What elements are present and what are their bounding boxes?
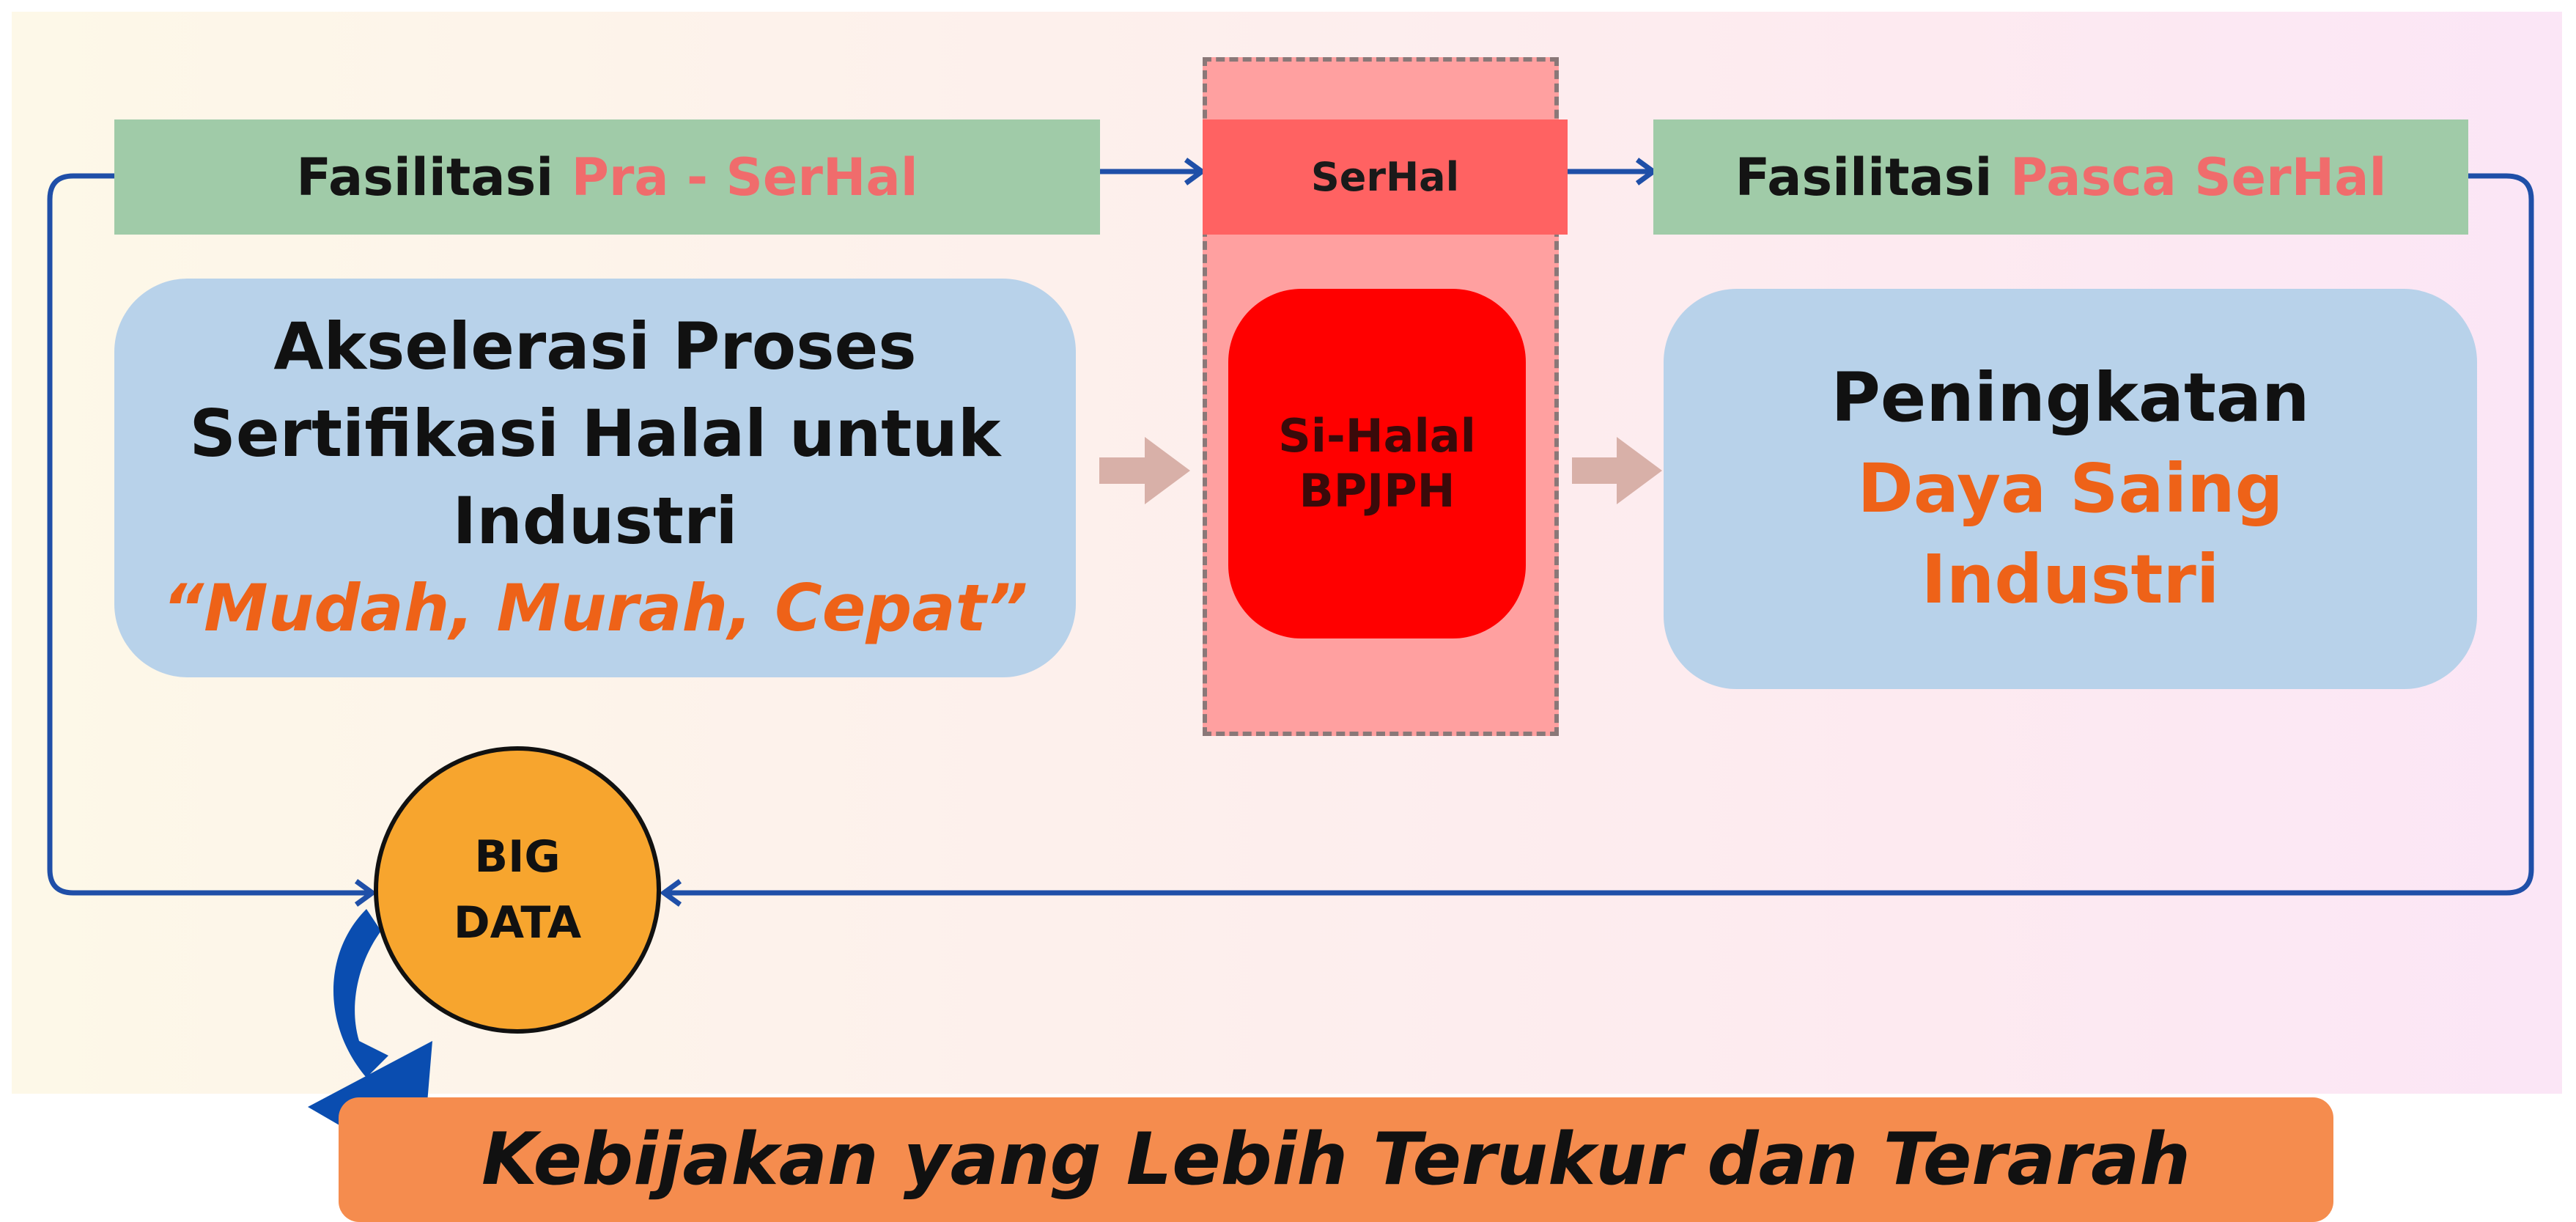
left-box-line-1: Akselerasi Proses (273, 309, 917, 385)
pasca-header-accent: Pasca SerHal (2009, 147, 2387, 207)
right-box-line-1: Peningkatan (1831, 358, 2310, 437)
pra-to-serhal-arrowhead (1184, 158, 1206, 185)
big-data-line-2: DATA (453, 897, 582, 949)
serhal-bar: SerHal (1203, 119, 1568, 235)
serhal-label: SerHal (1310, 154, 1460, 200)
akselerasi-box: Akselerasi Proses Sertifikasi Halal untu… (114, 279, 1076, 677)
pasca-header-prefix: Fasilitasi (1735, 147, 2010, 207)
pra-serhal-header: Fasilitasi Pra - SerHal (114, 119, 1100, 235)
bigdata-to-banner-arrow (333, 909, 388, 1078)
pra-header-prefix: Fasilitasi (296, 147, 572, 207)
left-loop-connector (47, 173, 371, 896)
right-box-line-2: Daya Saing (1857, 449, 2284, 528)
big-data-line-1: BIG (474, 831, 561, 883)
right-box-line-3: Industri (1921, 540, 2220, 619)
left-box-line-2: Sertifikasi Halal untuk (189, 396, 1001, 472)
kebijakan-banner: Kebijakan yang Lebih Terukur dan Terarah (339, 1097, 2333, 1222)
center-box-line-1: Si-Halal (1278, 409, 1476, 463)
banner-text: Kebijakan yang Lebih Terukur dan Terarah (481, 1118, 2191, 1201)
pasca-serhal-header: Fasilitasi Pasca SerHal (1653, 119, 2468, 235)
left-loop-arrowhead (354, 879, 377, 907)
right-loop-connector (665, 173, 2534, 896)
left-flow-arrow (1099, 437, 1190, 504)
left-box-line-3: Industri (452, 483, 738, 559)
daya-saing-box: Peningkatan Daya Saing Industri (1664, 289, 2477, 689)
pra-header-accent: Pra - SerHal (571, 147, 918, 207)
right-loop-arrowhead (660, 879, 682, 907)
right-flow-arrow (1572, 437, 1662, 504)
sihalal-box: Si-Halal BPJPH (1228, 289, 1526, 638)
big-data-circle: BIG DATA (374, 746, 661, 1034)
center-box-line-2: BPJPH (1299, 463, 1455, 518)
left-box-tagline: “Mudah, Murah, Cepat” (162, 570, 1028, 646)
